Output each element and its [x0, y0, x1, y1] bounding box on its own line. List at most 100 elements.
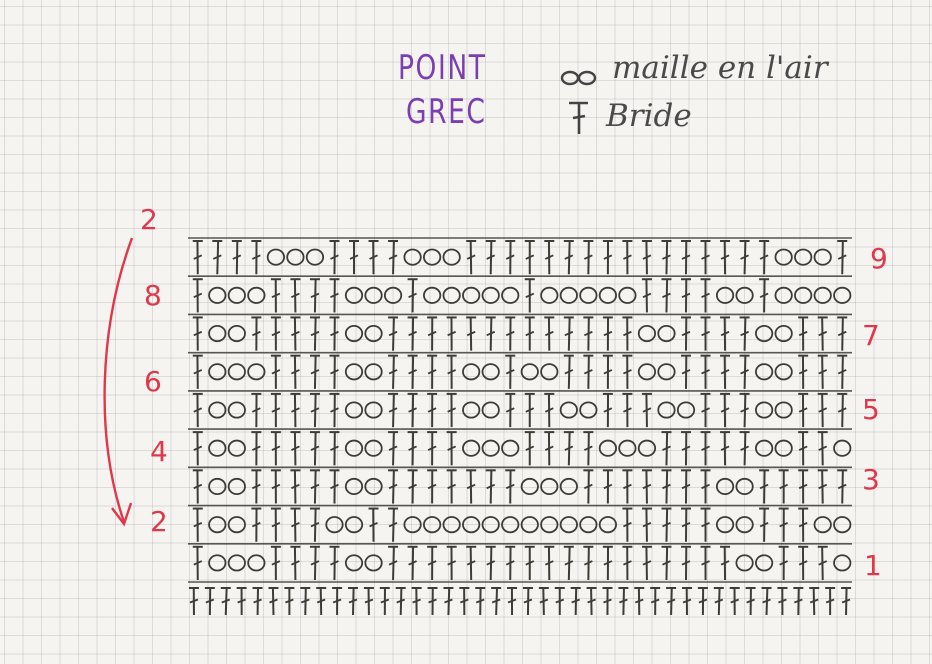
- double-crochet-stitch: [486, 241, 496, 274]
- foundation-stitch: [428, 588, 438, 615]
- double-crochet-stitch: [251, 317, 261, 350]
- double-crochet-stitch: [193, 432, 203, 465]
- chain-stitch: [365, 288, 381, 303]
- double-crochet-stitch: [642, 279, 652, 312]
- foundation-stitch: [587, 588, 597, 615]
- double-crochet-stitch: [603, 241, 613, 274]
- double-crochet-stitch: [661, 509, 671, 542]
- foundation-stitch: [491, 588, 501, 615]
- foundation-stitch: [634, 588, 644, 615]
- double-crochet-stitch: [701, 470, 711, 503]
- chain-stitch: [756, 555, 772, 570]
- chain-stitch: [209, 288, 225, 303]
- foundation-stitch: [730, 588, 740, 615]
- double-crochet-stitch: [798, 356, 808, 389]
- double-crochet-stitch: [622, 317, 632, 350]
- chain-stitch: [775, 288, 791, 303]
- double-crochet-stitch: [193, 241, 203, 274]
- chain-stitch: [580, 517, 596, 532]
- chain-stitch: [717, 479, 733, 494]
- chain-stitch: [658, 402, 674, 417]
- double-crochet-stitch: [779, 547, 789, 580]
- double-crochet-stitch: [329, 432, 339, 465]
- double-crochet-stitch: [271, 356, 281, 389]
- double-crochet-stitch: [388, 317, 398, 350]
- double-crochet-stitch: [544, 547, 554, 580]
- double-crochet-stitch: [798, 317, 808, 350]
- chain-stitch: [600, 517, 616, 532]
- double-crochet-stitch: [447, 470, 457, 503]
- double-crochet-stitch: [251, 241, 261, 274]
- double-crochet-stitch: [818, 356, 828, 389]
- double-crochet-stitch: [310, 394, 320, 427]
- double-crochet-stitch: [251, 394, 261, 427]
- double-crochet-stitch: [329, 547, 339, 580]
- double-crochet-stitch: [603, 470, 613, 503]
- double-crochet-stitch: [740, 432, 750, 465]
- foundation-stitch: [571, 588, 581, 615]
- double-crochet-stitch: [720, 547, 730, 580]
- double-crochet-stitch: [564, 317, 574, 350]
- double-crochet-stitch: [837, 394, 847, 427]
- foundation-stitch: [523, 588, 533, 615]
- chain-stitch: [326, 517, 342, 532]
- double-crochet-stitch: [388, 509, 398, 542]
- foundation-stitch: [443, 588, 453, 615]
- double-crochet-stitch: [329, 241, 339, 274]
- chain-stitch: [483, 288, 499, 303]
- double-crochet-stitch: [251, 432, 261, 465]
- chain-stitch: [717, 288, 733, 303]
- double-crochet-stitch: [622, 394, 632, 427]
- foundation-stitch: [714, 588, 724, 615]
- chain-stitch: [463, 402, 479, 417]
- double-crochet-stitch: [740, 317, 750, 350]
- double-crochet-stitch: [310, 279, 320, 312]
- double-crochet-stitch: [251, 470, 261, 503]
- double-crochet-stitch: [290, 317, 300, 350]
- chain-stitch: [209, 326, 225, 341]
- double-crochet-stitch: [642, 394, 652, 427]
- foundation-stitch: [698, 588, 708, 615]
- double-crochet-stitch: [447, 547, 457, 580]
- double-crochet-stitch: [564, 356, 574, 389]
- double-crochet-stitch: [271, 509, 281, 542]
- chain-stitch: [815, 517, 831, 532]
- double-crochet-stitch: [544, 317, 554, 350]
- foundation-stitch: [539, 588, 549, 615]
- chain-stitch: [307, 249, 323, 264]
- double-crochet-stitch: [505, 547, 515, 580]
- double-crochet-stitch: [701, 432, 711, 465]
- double-crochet-stitch: [290, 509, 300, 542]
- chain-stitch: [229, 441, 245, 456]
- double-crochet-stitch: [759, 279, 769, 312]
- chain-stitch: [600, 441, 616, 456]
- foundation-stitch: [205, 588, 215, 615]
- chain-stitch: [209, 364, 225, 379]
- chain-stitch: [717, 517, 733, 532]
- chain-stitch: [756, 326, 772, 341]
- foundation-stitch: [475, 588, 485, 615]
- double-crochet-stitch: [622, 241, 632, 274]
- double-crochet-stitch: [408, 432, 418, 465]
- chain-stitch: [424, 288, 440, 303]
- double-crochet-stitch: [505, 241, 515, 274]
- double-crochet-stitch: [427, 547, 437, 580]
- chain-stitch: [404, 249, 420, 264]
- double-crochet-stitch: [583, 356, 593, 389]
- chain-stitch: [365, 402, 381, 417]
- double-crochet-stitch: [837, 356, 847, 389]
- chain-stitch: [541, 479, 557, 494]
- chain-stitch: [678, 402, 694, 417]
- double-crochet-stitch: [642, 547, 652, 580]
- chain-stitch: [346, 326, 362, 341]
- chain-stitch: [229, 402, 245, 417]
- foundation-stitch: [793, 588, 803, 615]
- chain-stitch: [483, 364, 499, 379]
- double-crochet-stitch: [466, 241, 476, 274]
- double-crochet-stitch: [798, 547, 808, 580]
- double-crochet-stitch: [720, 394, 730, 427]
- double-crochet-stitch: [525, 432, 535, 465]
- foundation-stitch: [237, 588, 247, 615]
- foundation-stitch: [412, 588, 422, 615]
- double-crochet-stitch: [622, 509, 632, 542]
